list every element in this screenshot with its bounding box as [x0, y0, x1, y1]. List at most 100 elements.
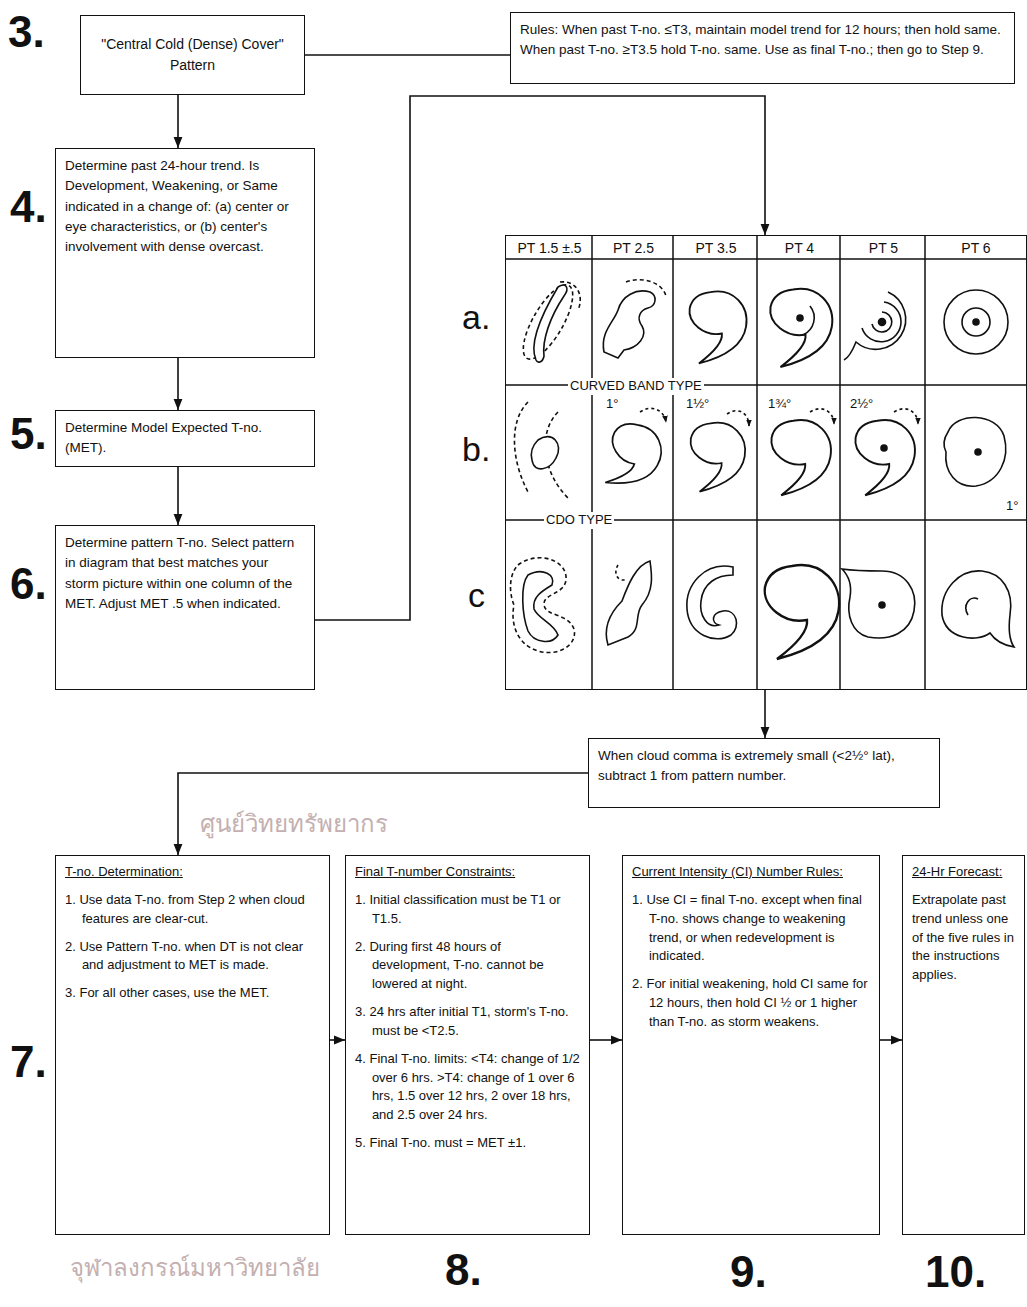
rules-list-box: T-no. Determination:1. Use data T-no. fr…	[55, 855, 330, 1235]
table-cell-text: PT 6	[926, 239, 1026, 257]
cloud-pattern-sketch	[597, 408, 668, 497]
cloud-pattern-sketch	[606, 561, 651, 645]
box-text: 2. Use Pattern T-no. when DT is not clea…	[65, 938, 320, 976]
box-text: 1. Use data T-no. from Step 2 when cloud…	[65, 891, 320, 929]
cloud-pattern-sketch	[803, 306, 814, 335]
note-box: When cloud comma is extremely small (<2½…	[588, 738, 940, 808]
cloud-pattern-sketch	[844, 292, 906, 360]
cloud-pattern-sketch	[944, 290, 1008, 354]
cloud-pattern-sketch	[514, 278, 582, 366]
box-heading: 24-Hr Forecast:	[912, 863, 1015, 882]
cloud-pattern-sketch	[973, 319, 979, 325]
rules-list-box: Final T-number Constraints:1. Initial cl…	[345, 855, 590, 1235]
table-grid	[756, 235, 758, 690]
table-cell-text: 2½°	[850, 396, 873, 413]
box-heading: Current Intensity (CI) Number Rules:	[632, 863, 870, 882]
box-text: 3. 24 hrs after initial T1, storm's T-no…	[355, 1003, 580, 1041]
table-grid	[505, 258, 1027, 260]
cloud-pattern-sketch	[727, 411, 749, 426]
box-text: 2. For initial weakening, hold CI same f…	[632, 975, 870, 1032]
connector-arrow	[590, 1039, 622, 1041]
cloud-pattern-sketch	[942, 571, 1014, 647]
connector-arrow	[178, 773, 588, 855]
box-text: Determine Model Expected T-no. (MET).	[65, 418, 305, 459]
cloud-pattern-sketch	[514, 402, 528, 492]
row-label: c	[468, 578, 485, 612]
table-cell-text: PT 3.5	[674, 239, 758, 257]
connector-arrow	[880, 1039, 902, 1041]
cloud-pattern-sketch	[511, 278, 1014, 659]
cloud-pattern-sketch	[514, 402, 568, 498]
cloud-pattern-sketch	[687, 566, 737, 639]
connector-arrow	[330, 1039, 345, 1041]
box-text: Determine past 24-hour trend. Is Develop…	[65, 156, 305, 257]
cloud-pattern-sketch	[765, 565, 839, 659]
table-grid	[505, 235, 1027, 690]
box-text: "Central Cold (Dense) Cover" Pattern	[90, 34, 295, 76]
cloud-pattern-sketch	[691, 423, 746, 492]
cloud-pattern-sketch	[770, 289, 832, 367]
cloud-pattern-sketch	[894, 409, 918, 424]
cloud-pattern-sketch	[881, 445, 887, 451]
box-text: 2. During first 48 hours of development,…	[355, 938, 580, 995]
connector-arrow	[305, 54, 510, 56]
table-cell-text: PT 4	[758, 239, 841, 257]
table-cell-text: PT 1.5 ±.5	[506, 239, 593, 257]
cloud-pattern-sketch	[797, 315, 803, 321]
cloud-pattern-sketch	[855, 420, 915, 495]
cloud-pattern-sketch	[616, 565, 626, 580]
cloud-pattern-sketch	[511, 558, 575, 653]
cloud-pattern-sketch	[523, 572, 558, 642]
table-cell-text: 1°	[606, 396, 618, 413]
box-text: 5. Final T-no. must = MET ±1.	[355, 1134, 580, 1153]
connector-arrow	[177, 358, 179, 410]
table-grid	[924, 235, 926, 690]
box-text: Extrapolate past trend unless one of the…	[912, 891, 1015, 985]
forecast-box: 24-Hr Forecast: Extrapolate past trend un…	[902, 855, 1025, 1235]
cloud-pattern-sketch	[879, 602, 885, 608]
rules-box: Rules: When past T-no. ≤T3, maintain mod…	[510, 12, 1015, 84]
box-text: 4. Final T-no. limits: <T4: change of 1/…	[355, 1050, 580, 1125]
cloud-pattern-sketch	[872, 312, 892, 332]
pattern-table: PT 1.5 ±.5PT 2.5PT 3.5PT 4PT 5PT 6CURVED…	[505, 235, 1027, 690]
table-grid	[505, 519, 1027, 521]
cloud-pattern-sketch	[687, 566, 737, 639]
cloud-pattern-sketch	[531, 437, 558, 469]
cloud-pattern-sketch	[765, 565, 839, 659]
connector-arrow	[177, 467, 179, 526]
watermark: ศูนย์วิทยทรัพยากร	[200, 812, 388, 836]
cloud-pattern-sketch	[944, 417, 1006, 486]
box-text: Determine pattern T-no. Select pattern i…	[65, 533, 305, 614]
row-label: a.	[462, 300, 490, 334]
cloud-pattern-sketch	[770, 289, 832, 367]
cloud-pattern-sketch	[944, 290, 1008, 354]
table-cell-text: CURVED BAND TYPE	[568, 378, 704, 395]
table-grid	[591, 235, 593, 690]
step-number: 9.	[730, 1250, 767, 1294]
table-cell-text: 1¾°	[768, 396, 791, 413]
cloud-pattern-sketch	[944, 417, 1006, 486]
cloud-pattern-sketch	[606, 561, 651, 645]
table-cell-text: CDO TYPE	[544, 512, 614, 529]
cloud-pattern-sketch	[771, 409, 834, 495]
watermark: จุฬาลงกรณ์มหาวิทยาลัย	[70, 1256, 320, 1280]
cloud-pattern-sketch	[689, 291, 746, 363]
cloud-pattern-sketch	[879, 319, 886, 326]
connector-arrow	[177, 95, 179, 148]
step-number: 8.	[445, 1248, 482, 1292]
step-number: 4.	[10, 185, 47, 229]
box-text: 1. Use CI = final T-no. except when fina…	[632, 891, 870, 966]
cloud-pattern-sketch	[603, 291, 655, 358]
step-number: 10.	[925, 1250, 986, 1294]
cloud-pattern-sketch	[514, 278, 582, 366]
rules-list-box: Current Intensity (CI) Number Rules: 1. U…	[622, 855, 880, 1235]
step-number: 6.	[10, 562, 47, 606]
cloud-pattern-sketch	[534, 285, 567, 362]
process-box: Determine Model Expected T-no. (MET).	[55, 410, 315, 467]
cloud-pattern-sketch	[966, 598, 978, 615]
cloud-pattern-sketch	[962, 308, 990, 336]
table-cell-text: PT 2.5	[593, 239, 674, 257]
